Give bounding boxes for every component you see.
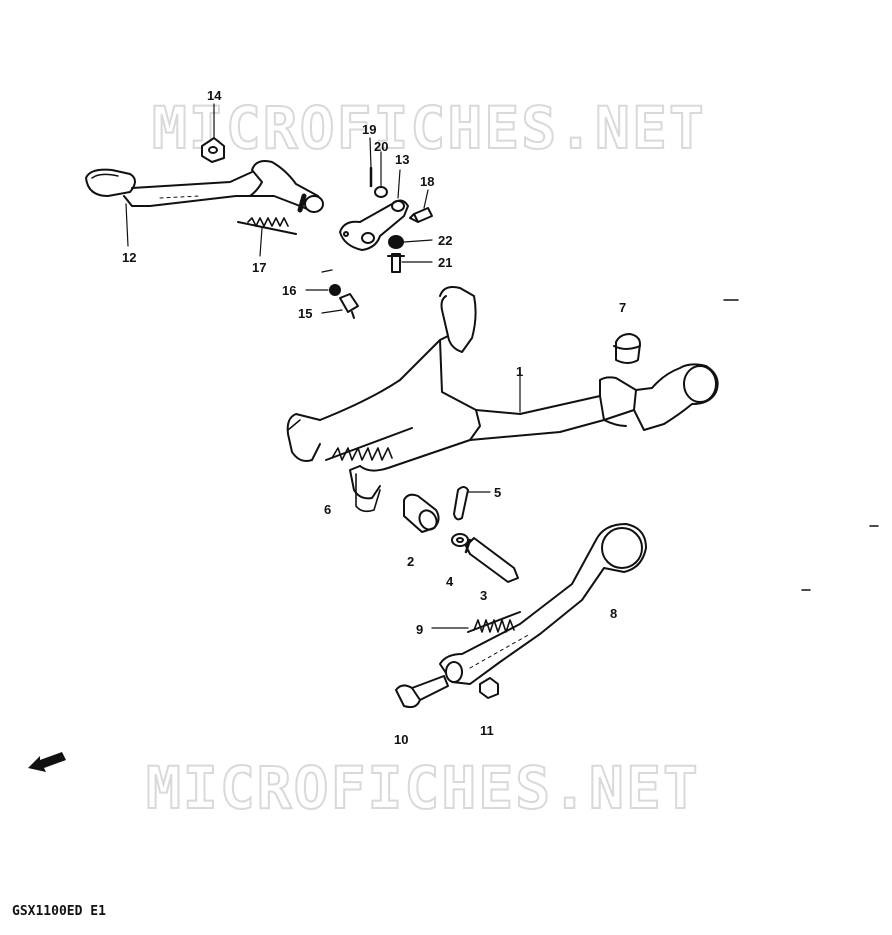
watermark-top: MICROFICHES.NET [152, 94, 706, 162]
part-9-side-spring [467, 611, 521, 633]
callout-20: 20 [374, 139, 388, 154]
watermark-bottom: MICROFICHES.NET [146, 754, 700, 822]
part-11-nut [479, 677, 499, 699]
callout-2: 2 [407, 554, 414, 569]
part-3-pivot-bolt [464, 537, 519, 583]
part-8-side-stand [439, 523, 647, 685]
part-15-bolt [339, 293, 359, 319]
callout-22: 22 [438, 233, 452, 248]
part-18-bolt [409, 207, 433, 223]
callout-5: 5 [494, 485, 501, 500]
callout-4: 4 [446, 574, 454, 589]
callout-3: 3 [480, 588, 487, 603]
part-7-stopper [613, 333, 641, 364]
callout-11: 11 [480, 723, 494, 738]
callout-19: 19 [362, 122, 376, 137]
callout-16: 16 [282, 283, 296, 298]
part-22-nut [388, 235, 404, 249]
callout-8: 8 [610, 606, 617, 621]
callout-9: 9 [416, 622, 423, 637]
leader-lines [125, 103, 521, 629]
part-10-bolt [395, 675, 449, 709]
callout-6: 6 [324, 502, 331, 517]
stray-marks [723, 299, 879, 591]
callout-18: 18 [420, 174, 434, 189]
part-16-washer [321, 269, 341, 296]
front-arrow-icon [28, 752, 66, 772]
callout-14: 14 [207, 88, 222, 103]
part-17-spring [237, 217, 297, 235]
callout-10: 10 [394, 732, 408, 747]
part-20-washer [374, 186, 388, 198]
callout-21: 21 [438, 255, 452, 270]
part-13-lever-bracket [339, 199, 409, 251]
model-code-label: GSX1100ED E1 [12, 904, 106, 919]
part-12-pedal-arm [85, 160, 324, 213]
callout-1: 1 [516, 364, 523, 379]
callout-15: 15 [298, 306, 312, 321]
part-4-washer [451, 533, 469, 547]
part-2-bushing [403, 493, 440, 533]
callout-13: 13 [395, 152, 409, 167]
part-21-bolt [387, 253, 405, 273]
part-6-stand-spring [325, 427, 413, 461]
callout-7: 7 [619, 300, 626, 315]
callout-17: 17 [252, 260, 266, 275]
callout-12: 12 [122, 250, 136, 265]
part-5-cotter-pin [453, 486, 469, 521]
part-1-center-stand [286, 286, 719, 513]
